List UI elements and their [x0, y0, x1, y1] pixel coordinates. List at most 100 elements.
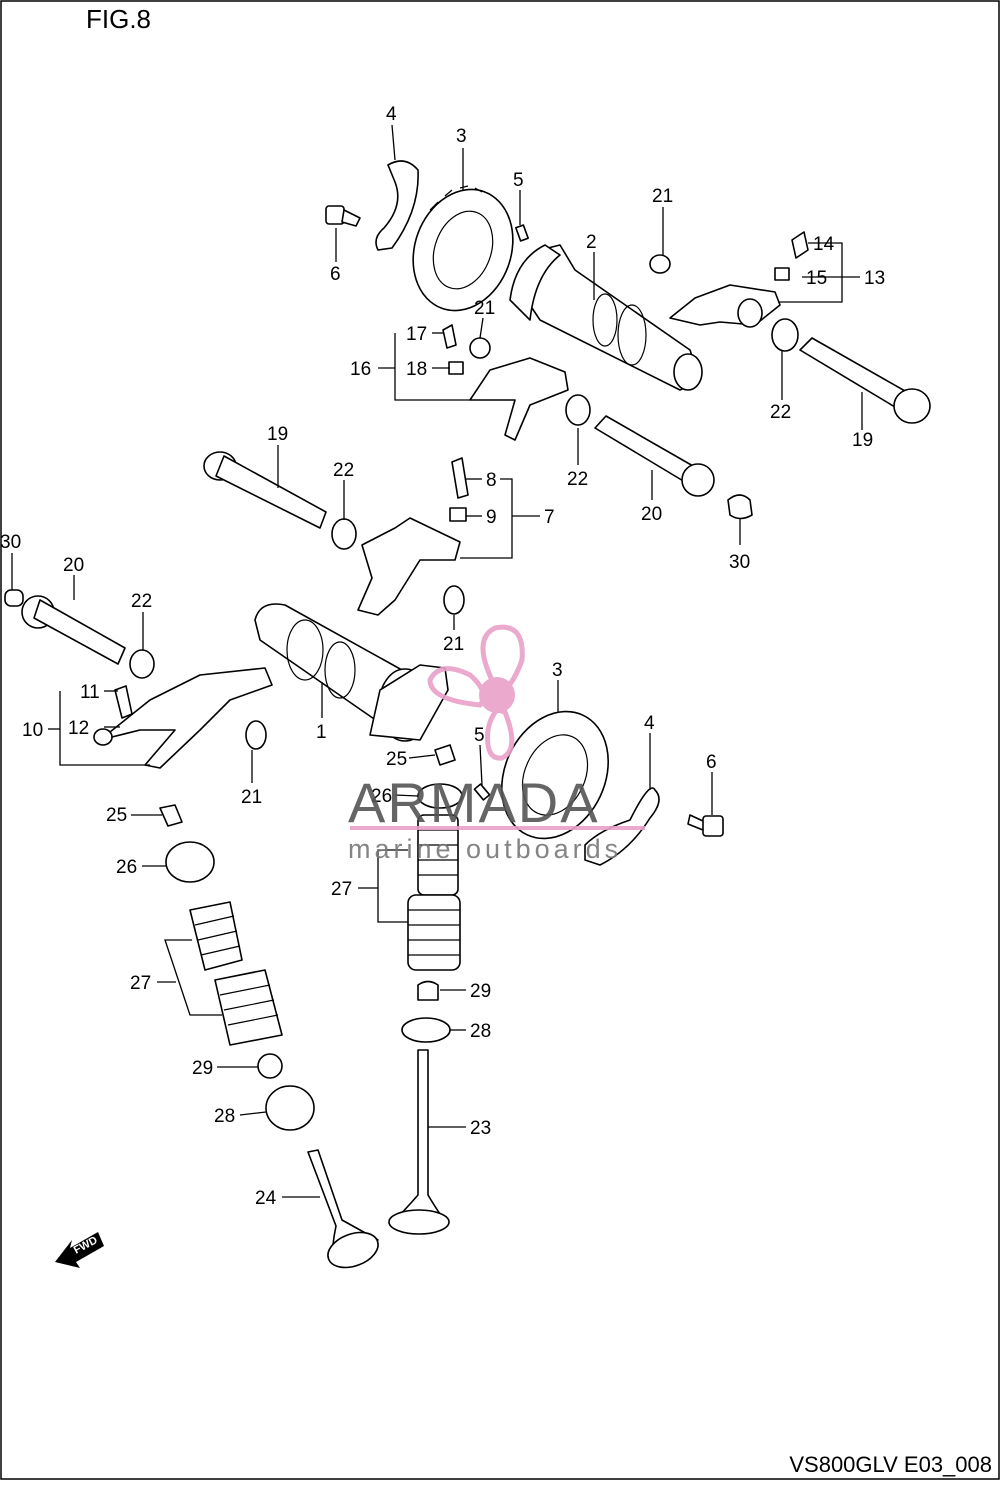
callout-3-upper: 3: [456, 126, 467, 147]
callout-20-left: 20: [63, 555, 84, 576]
part-rocker-arm-13-bore: [737, 298, 763, 328]
callout-20-mid: 20: [641, 504, 662, 525]
part-nut-15: [774, 267, 790, 281]
callout-26-left: 26: [116, 857, 137, 878]
callout-14: 14: [813, 234, 835, 255]
part-washer-21-center: [443, 585, 465, 615]
callout-16: 16: [350, 359, 371, 380]
callout-30-left: 30: [0, 532, 21, 553]
part-screw-17: [442, 324, 457, 349]
callout-numbers: 4 3 5 6 2 21 14 15 13 22 19 21 17 18 16 …: [0, 104, 885, 1209]
part-cap-30-left: [4, 589, 24, 607]
callout-23: 23: [470, 1118, 491, 1139]
part-valve-24: [307, 1149, 379, 1269]
callout-3-lower: 3: [552, 660, 563, 681]
callout-21-lower-left: 21: [241, 787, 262, 808]
callout-17: 17: [406, 324, 427, 345]
watermark-underline: [350, 826, 645, 830]
watermark-brand: ARMADA: [348, 771, 600, 834]
part-bolt-upper: [325, 205, 361, 227]
leader-lines: [11, 124, 863, 1198]
part-seal-29-left: [257, 1053, 283, 1079]
callout-28-left: 28: [214, 1106, 235, 1127]
part-washer-21-lower-left: [245, 720, 267, 750]
callout-12: 12: [68, 718, 89, 739]
part-sprocket-upper: [412, 185, 514, 312]
part-washer-21-mid: [469, 337, 491, 359]
part-screw-8: [451, 457, 469, 499]
callout-5-upper: 5: [513, 170, 524, 191]
part-shaft-20-mid: [594, 415, 715, 497]
callout-9: 9: [486, 507, 497, 528]
part-rocker-arm-7: [357, 517, 461, 616]
part-rocker-arm-13: [669, 284, 781, 326]
callout-6-upper: 6: [330, 264, 341, 285]
callout-22-left: 22: [333, 460, 354, 481]
part-washer-22-lower: [129, 649, 155, 679]
fwd-arrow: FWD: [55, 1232, 104, 1268]
callout-5-lower: 5: [474, 725, 485, 746]
callout-6-lower: 6: [706, 752, 717, 773]
callout-29-right: 29: [470, 981, 491, 1002]
part-rocker-arm-16: [469, 357, 569, 441]
part-cotter-25-right: [434, 744, 456, 766]
watermark-tagline: marine outboards: [348, 834, 622, 864]
part-screw-11: [114, 685, 133, 719]
callout-25-right: 25: [386, 749, 407, 770]
part-valve-23: [388, 1049, 450, 1235]
callout-4-upper: 4: [386, 104, 397, 125]
callout-27-left: 27: [130, 973, 151, 994]
callout-22-lower: 22: [131, 591, 152, 612]
part-nut-9: [449, 507, 467, 522]
part-cotter-25-left: [159, 804, 183, 827]
figure-title: FIG.8: [86, 4, 152, 34]
part-rocker-arm-10: [99, 667, 273, 769]
callout-22-mid: 22: [567, 469, 588, 490]
part-shaft-20-left: [21, 595, 126, 665]
callout-21-upper-right: 21: [652, 186, 673, 207]
callout-21-mid: 21: [474, 298, 495, 319]
figure-code: VS800GLV E03_008: [789, 1452, 992, 1477]
part-shaft-19-right: [799, 337, 931, 424]
part-retainer-26-left: [165, 841, 215, 883]
part-cap-30-right: [727, 494, 753, 520]
armada-watermark: ARMADA marine outboards: [348, 624, 645, 864]
callout-4-lower: 4: [644, 713, 655, 734]
callout-29-left: 29: [192, 1058, 213, 1079]
part-camshaft-lower: [254, 603, 449, 742]
callout-21-center: 21: [443, 634, 464, 655]
part-washer-22-mid: [565, 394, 591, 426]
callout-2: 2: [586, 232, 597, 253]
part-seat-28-right: [401, 1017, 451, 1043]
callout-13: 13: [864, 268, 885, 289]
propeller-logo: [427, 624, 525, 761]
part-camshaft-upper: [509, 244, 703, 391]
callout-24: 24: [255, 1188, 277, 1209]
part-springs-27-right: [407, 814, 461, 971]
part-nut-18: [448, 361, 464, 375]
part-seal-29-right: [417, 980, 439, 1001]
part-pin-lower: [473, 783, 491, 801]
callout-1: 1: [316, 722, 327, 743]
callout-19-right: 19: [852, 430, 873, 451]
part-washer-22-left: [331, 518, 357, 550]
callout-10: 10: [22, 720, 43, 741]
callout-15: 15: [806, 268, 827, 289]
callout-28-right: 28: [470, 1021, 491, 1042]
part-bolt-lower: [687, 814, 724, 837]
callout-27-right: 27: [331, 879, 352, 900]
part-washer-21-upper-right: [649, 254, 671, 274]
part-pin-upper: [515, 224, 529, 242]
part-seat-28-left: [265, 1085, 315, 1131]
callout-11: 11: [80, 682, 100, 703]
callout-26-right: 26: [371, 786, 392, 807]
callout-18: 18: [406, 359, 427, 380]
callout-25-left: 25: [106, 805, 127, 826]
part-screw-14: [791, 231, 809, 259]
part-shaft-19-left: [203, 451, 327, 529]
part-springs-27-left: [189, 901, 283, 1046]
callout-22-right: 22: [770, 402, 791, 423]
